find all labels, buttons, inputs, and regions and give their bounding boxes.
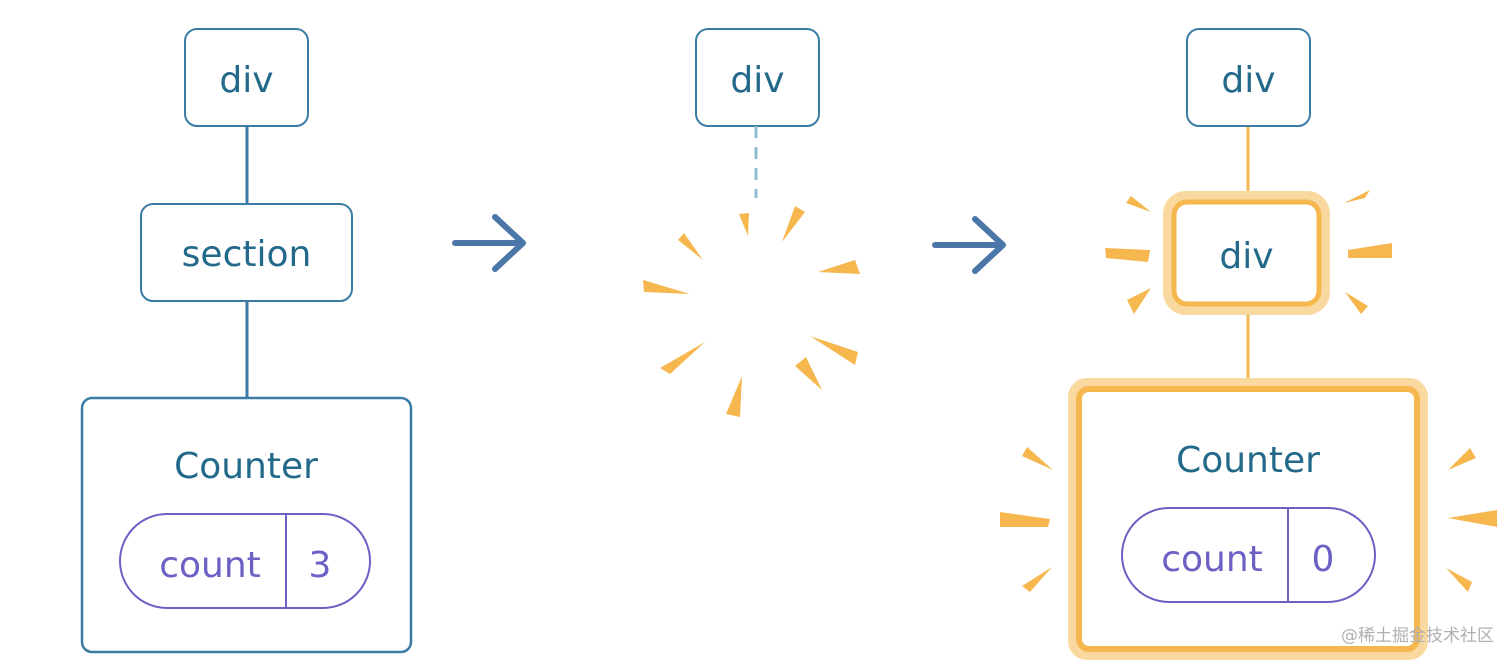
state-value: 0 — [1312, 539, 1335, 580]
state-label: count — [159, 545, 261, 586]
node-counter-before: Counter count 3 — [80, 396, 413, 654]
state-pill — [119, 513, 371, 609]
highlight-glow — [1163, 191, 1330, 315]
middle-tree: div — [643, 28, 860, 417]
sparkle-icon — [1000, 447, 1497, 592]
node-label: div — [219, 60, 273, 101]
node-box — [140, 203, 353, 302]
node-label: div — [730, 60, 784, 101]
node-box — [1171, 199, 1322, 307]
state-pill-after: count 0 — [1121, 507, 1376, 603]
state-value: 3 — [309, 545, 332, 586]
state-pill-before: count 3 — [119, 513, 371, 609]
component-label: Counter — [1176, 440, 1320, 481]
arrow-icon — [452, 214, 526, 272]
before-tree: div section Counter count 3 — [80, 28, 413, 654]
node-section-before: section — [140, 203, 353, 302]
state-pill — [1121, 507, 1376, 603]
node-label: div — [1221, 60, 1275, 101]
sparkle-icon — [1105, 190, 1392, 314]
node-label: section — [182, 234, 312, 275]
state-label: count — [1161, 539, 1263, 580]
node-div-after: div — [1186, 28, 1311, 127]
component-label: Counter — [174, 446, 318, 487]
node-counter-after: Counter count 0 — [1068, 378, 1428, 660]
node-box — [1186, 28, 1311, 127]
watermark: @稀土掘金技术社区 — [1341, 626, 1494, 646]
after-tree: div div Counter count 0 — [1000, 28, 1497, 660]
arrow-icon — [932, 216, 1006, 274]
node-box — [184, 28, 309, 127]
highlight-glow — [1068, 378, 1428, 660]
node-div-before: div — [184, 28, 309, 127]
poof-burst-icon — [643, 206, 860, 417]
node-div-middle: div — [695, 28, 820, 127]
node-div-new: div — [1163, 191, 1330, 315]
node-label: div — [1219, 236, 1273, 277]
